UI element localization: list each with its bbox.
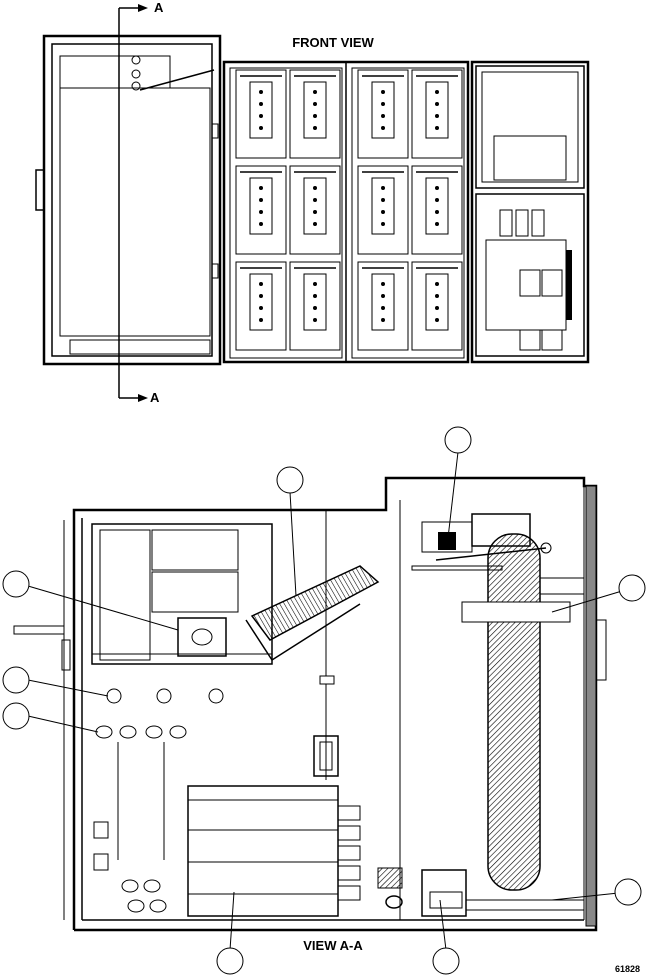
power-module <box>357 69 409 159</box>
view-a-a-title: VIEW A-A <box>303 938 363 953</box>
hatched-column <box>411 513 585 891</box>
front-left-cabinet <box>35 34 222 366</box>
upper-chassis <box>91 523 273 665</box>
callouts <box>2 426 646 975</box>
section-line-a-a: A A <box>118 0 164 405</box>
power-module <box>411 261 463 351</box>
callout-balloon <box>444 426 472 454</box>
power-module <box>411 165 463 255</box>
leader-lines <box>27 451 633 951</box>
callout-balloon <box>432 947 460 975</box>
power-modules <box>235 69 463 351</box>
front-right-panel <box>470 60 590 364</box>
section-label-top: A <box>154 0 164 15</box>
view-a-a: VIEW A-A <box>13 476 607 953</box>
power-module <box>357 261 409 351</box>
module-bay-left <box>222 60 470 364</box>
section-outer-shell <box>13 476 607 932</box>
power-module <box>411 69 463 159</box>
slanted-filter <box>245 565 380 662</box>
lower-right-hardware <box>377 867 584 917</box>
front-view-title: FRONT VIEW <box>292 35 374 50</box>
battery-stack <box>187 785 361 917</box>
power-module <box>235 261 287 351</box>
power-module <box>289 69 341 159</box>
callout-balloon <box>2 570 30 598</box>
power-module <box>289 165 341 255</box>
power-module <box>289 261 341 351</box>
callout-balloon <box>276 466 304 494</box>
power-module <box>235 69 287 159</box>
front-view: FRONT VIEW A A <box>35 0 590 405</box>
callout-balloon <box>216 947 244 975</box>
section-label-bottom: A <box>150 390 160 405</box>
callout-balloon <box>2 702 30 730</box>
power-module <box>357 165 409 255</box>
drawing-id: 61828 <box>615 964 640 974</box>
callout-balloon <box>618 574 646 602</box>
power-module <box>235 165 287 255</box>
middle-components <box>93 510 339 913</box>
callout-balloon <box>614 878 642 906</box>
callout-balloon <box>2 666 30 694</box>
